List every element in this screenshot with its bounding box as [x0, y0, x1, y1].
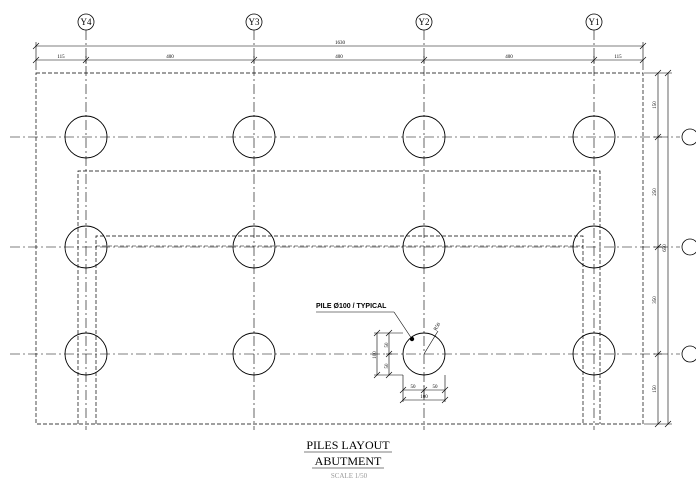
axis-lines-vertical — [85, 30, 595, 430]
right-axis-bubbles — [681, 128, 696, 363]
axis-label-y3: Y3 — [249, 17, 260, 27]
pile — [402, 225, 446, 269]
axis-bubble-y2: Y2 — [415, 13, 433, 31]
pile-vertical-seg-1: 50 — [385, 342, 390, 348]
pile — [64, 225, 108, 269]
top-dim-seg-5: 115 — [614, 55, 622, 60]
pile — [402, 115, 446, 159]
pile — [64, 115, 108, 159]
top-dimension-chain — [32, 42, 647, 70]
pile-cap-outline — [35, 72, 644, 425]
pile-horizontal-seg-2: 50 — [433, 385, 439, 390]
piles — [64, 115, 616, 376]
axis-label-y1: Y1 — [589, 17, 600, 27]
axis-bubble-y3: Y3 — [245, 13, 263, 31]
pile — [572, 115, 616, 159]
pile-detail: PILE Ø100 / TYPICAL R50 100 50 50 — [316, 303, 449, 404]
drawing-scale: SCALE 1/50 — [331, 472, 368, 480]
pile — [232, 332, 276, 376]
pile — [572, 225, 616, 269]
drawing-title: PILES LAYOUT — [306, 438, 390, 452]
axis-bubble-y1: Y1 — [585, 13, 603, 31]
top-dim-seg-4: 400 — [505, 55, 513, 60]
right-dim-seg-4: 150 — [653, 385, 658, 393]
pile-note: PILE Ø100 / TYPICAL — [316, 303, 387, 310]
pile — [64, 332, 108, 376]
axis-label-y2: Y2 — [419, 17, 430, 27]
right-dimension-chain — [644, 69, 672, 428]
pile-radius-label: R50 — [433, 322, 442, 332]
pile — [232, 115, 276, 159]
right-axis-bubble-2 — [681, 238, 696, 256]
top-dim-seg-3: 400 — [335, 55, 343, 60]
right-dim-seg-2: 250 — [653, 188, 658, 196]
abutment-stem-outline — [95, 235, 584, 424]
top-dim-seg-2: 400 — [166, 55, 174, 60]
axis-label-y4: Y4 — [81, 17, 92, 27]
axis-bubbles: Y4 Y3 Y2 Y1 — [77, 13, 603, 31]
axis-lines-horizontal — [10, 136, 680, 355]
axis-bubble-y4: Y4 — [77, 13, 95, 31]
pile — [402, 332, 446, 376]
right-dim-overall: 650 — [663, 244, 668, 252]
top-dim-overall: 1630 — [335, 41, 346, 46]
abutment-wall-outline — [77, 170, 601, 424]
pile-vertical-seg-2: 50 — [385, 363, 390, 369]
pile-horizontal-overall: 100 — [420, 395, 428, 400]
right-dim-seg-3: 350 — [653, 296, 658, 304]
pile-vertical-overall: 100 — [373, 351, 378, 359]
right-dim-seg-1: 150 — [653, 101, 658, 109]
pile — [572, 332, 616, 376]
pile — [232, 225, 276, 269]
drawing-subtitle: ABUTMENT — [315, 454, 382, 468]
right-axis-bubble-3 — [681, 345, 696, 363]
right-axis-bubble-1 — [681, 128, 696, 146]
top-dim-seg-1: 115 — [57, 55, 65, 60]
leader-dot — [409, 336, 415, 342]
title-block: PILES LAYOUT ABUTMENT SCALE 1/50 — [304, 438, 392, 480]
pile-horizontal-seg-1: 50 — [411, 385, 417, 390]
